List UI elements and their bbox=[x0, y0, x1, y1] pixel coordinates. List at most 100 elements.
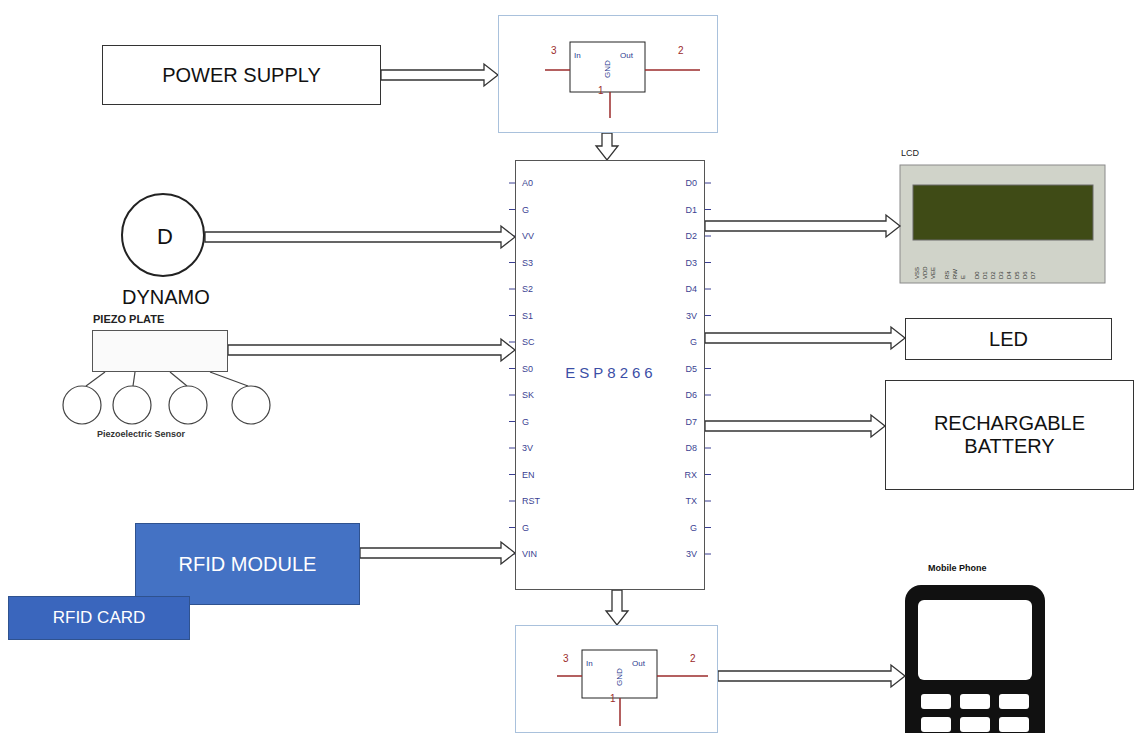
text-label: G bbox=[690, 523, 697, 533]
text-label: D7 bbox=[685, 417, 697, 427]
piezo-sensors bbox=[63, 372, 270, 424]
piezo-plate: PIEZO PLATEPiezoelectric Sensor bbox=[92, 330, 228, 372]
text-label: D0 bbox=[974, 271, 981, 279]
regulator-symbol bbox=[545, 42, 700, 118]
text-label: D2 bbox=[990, 271, 997, 279]
text-label: SK bbox=[522, 390, 534, 400]
text-label: 3V bbox=[686, 549, 697, 559]
box-label: LED bbox=[989, 328, 1028, 351]
text-label: DYNAMO bbox=[122, 286, 210, 309]
text-label: VIN bbox=[522, 549, 537, 559]
block-arrow bbox=[606, 590, 628, 625]
text-label: 1 bbox=[598, 85, 604, 97]
pin-tick bbox=[705, 289, 711, 290]
text-label: In bbox=[586, 659, 593, 668]
text-label: 3 bbox=[551, 45, 557, 57]
text-label: S2 bbox=[522, 284, 533, 294]
text-label: D0 bbox=[685, 178, 697, 188]
dynamo-circle: DDYNAMO bbox=[121, 193, 205, 277]
pin-tick bbox=[705, 527, 711, 528]
text-label: TX bbox=[685, 496, 697, 506]
text-label: EN bbox=[522, 470, 535, 480]
block-arrow bbox=[596, 133, 618, 160]
pin-tick bbox=[705, 236, 711, 237]
text-label: D3 bbox=[685, 258, 697, 268]
text-label: VEE bbox=[930, 267, 937, 279]
regulator-symbol bbox=[557, 650, 708, 726]
pin-tick bbox=[705, 448, 711, 449]
lcd-display: LCDVSSVDDVEERSRWED0D1D2D3D4D5D6D7 bbox=[900, 165, 1105, 283]
pin-tick bbox=[705, 209, 711, 210]
pin-tick bbox=[705, 474, 711, 475]
text-label: D5 bbox=[1014, 271, 1021, 279]
text-label: 3V bbox=[686, 311, 697, 321]
text-label: G bbox=[522, 523, 529, 533]
text-label: RS bbox=[944, 271, 951, 279]
text-label: D7 bbox=[1030, 271, 1037, 279]
text-label: D8 bbox=[685, 443, 697, 453]
text-label: D1 bbox=[685, 205, 697, 215]
block-arrow bbox=[705, 415, 885, 437]
text-label: S3 bbox=[522, 258, 533, 268]
module-box: RFID MODULE bbox=[135, 523, 360, 605]
box-label: RFID MODULE bbox=[179, 553, 317, 576]
text-label: Piezoelectric Sensor bbox=[97, 429, 185, 439]
text-label: VSS bbox=[914, 267, 921, 279]
microcontroller-board: ESP8266A0GVVS3S2S1SCS0SKG3VENRSTGVIND0D1… bbox=[515, 160, 705, 590]
text-label: RST bbox=[522, 496, 540, 506]
text-label: 3V bbox=[522, 443, 533, 453]
text-label: D2 bbox=[685, 231, 697, 241]
text-label: D4 bbox=[1006, 271, 1013, 279]
text-label: 2 bbox=[678, 45, 684, 57]
text-label: S1 bbox=[522, 311, 533, 321]
text-label: G bbox=[522, 205, 529, 215]
pin-tick bbox=[705, 395, 711, 396]
text-label: VV bbox=[522, 231, 534, 241]
text-label: RX bbox=[684, 470, 697, 480]
text-label: D6 bbox=[685, 390, 697, 400]
text-label: S0 bbox=[522, 364, 533, 374]
box-label: RFID CARD bbox=[53, 608, 146, 628]
text-label: 3 bbox=[563, 653, 569, 665]
text-label: G bbox=[690, 337, 697, 347]
text-label: LCD bbox=[901, 148, 919, 158]
process-box: RECHARGABLE BATTERY bbox=[885, 380, 1134, 490]
mobile-phone: Mobile Phone bbox=[905, 585, 1045, 733]
block-arrow bbox=[360, 542, 515, 564]
block-arrow bbox=[705, 327, 905, 349]
block-arrow bbox=[705, 215, 900, 237]
text-label: GND bbox=[603, 60, 612, 78]
text-label: Out bbox=[632, 659, 645, 668]
pin-tick bbox=[705, 183, 711, 184]
text-label: VDD bbox=[922, 266, 929, 279]
pin-tick bbox=[705, 315, 711, 316]
regulator-frame: 3InGND Out 2 1 bbox=[498, 15, 718, 133]
text-label: 1 bbox=[610, 693, 616, 705]
text-label: E bbox=[960, 275, 967, 279]
text-label: 2 bbox=[690, 653, 696, 665]
text-label: RW bbox=[952, 269, 959, 279]
text-label: In bbox=[574, 51, 581, 60]
text-label: D1 bbox=[982, 271, 989, 279]
text-label: A0 bbox=[522, 178, 533, 188]
pin-tick bbox=[705, 262, 711, 263]
text-label: Mobile Phone bbox=[928, 563, 987, 573]
block-arrow bbox=[228, 339, 515, 361]
pin-tick bbox=[705, 501, 711, 502]
box-label: POWER SUPPLY bbox=[162, 64, 321, 87]
pin-tick bbox=[705, 554, 711, 555]
text-label: GND bbox=[615, 668, 624, 686]
block-arrow bbox=[718, 665, 905, 687]
block-arrow bbox=[381, 64, 498, 86]
text-label: Out bbox=[620, 51, 633, 60]
text-label: ESP8266 bbox=[565, 364, 656, 381]
text-label: D3 bbox=[998, 271, 1005, 279]
text-label: PIEZO PLATE bbox=[93, 313, 164, 326]
lcd-module bbox=[900, 165, 1105, 283]
text-label: D5 bbox=[685, 364, 697, 374]
pin-tick bbox=[705, 368, 711, 369]
text-label: D bbox=[157, 224, 173, 249]
mobile-phone-icon bbox=[905, 585, 1045, 733]
process-box: LED bbox=[905, 318, 1112, 360]
